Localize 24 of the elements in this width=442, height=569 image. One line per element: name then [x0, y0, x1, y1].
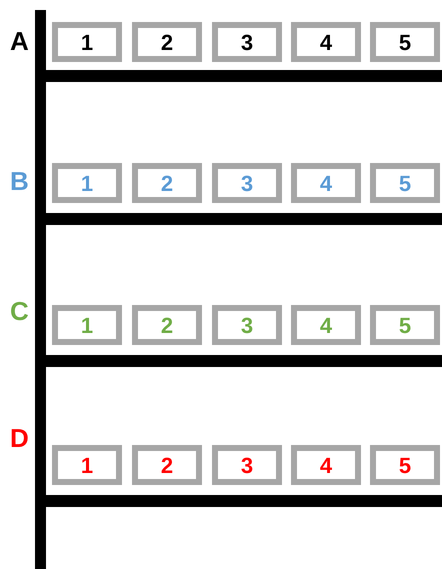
numbered-box: 3	[212, 305, 282, 345]
numbered-box: 4	[291, 305, 361, 345]
numbered-box: 5	[370, 163, 440, 203]
numbered-box: 2	[132, 22, 202, 62]
numbered-box: 2	[132, 305, 202, 345]
numbered-box: 1	[52, 163, 122, 203]
numbered-box: 1	[52, 445, 122, 485]
row-letter: D	[10, 425, 29, 451]
numbered-box: 1	[52, 22, 122, 62]
numbered-box: 2	[132, 445, 202, 485]
numbered-box: 5	[370, 445, 440, 485]
numbered-box: 4	[291, 445, 361, 485]
numbered-box: 4	[291, 163, 361, 203]
row-letter: B	[10, 168, 29, 194]
numbered-box: 4	[291, 22, 361, 62]
numbered-box: 1	[52, 305, 122, 345]
numbered-box: 3	[212, 22, 282, 62]
row-letter: C	[10, 298, 29, 324]
numbered-box: 2	[132, 163, 202, 203]
numbered-box: 3	[212, 163, 282, 203]
row-letter: A	[10, 28, 29, 54]
numbered-box: 5	[370, 22, 440, 62]
numbered-box: 5	[370, 305, 440, 345]
numbered-box: 3	[212, 445, 282, 485]
